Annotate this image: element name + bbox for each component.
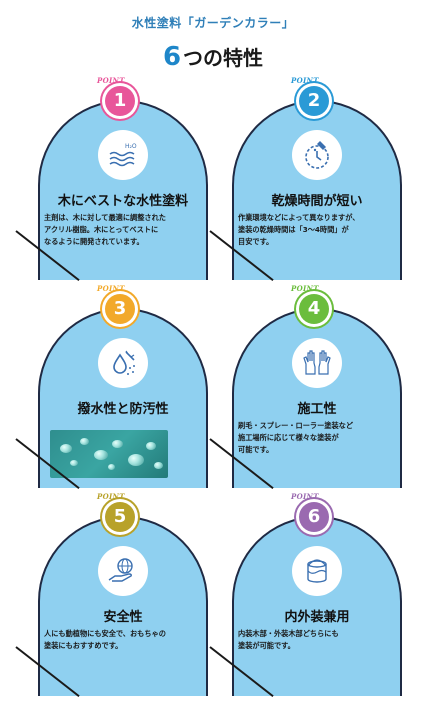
title-number: 6 [162, 42, 182, 72]
point-heading: 乾燥時間が短い [271, 194, 363, 209]
point-heading: 木にベストな水性塗料 [57, 194, 189, 209]
point-badge-6: POINT 6 [291, 492, 335, 536]
point-badge-2: POINT 2 [291, 76, 335, 120]
desc-line: 目安です。 [238, 237, 274, 246]
desc-line: 作業環境などによって異なりますが、 [238, 213, 360, 222]
desc-line: 塗装が可能です。 [238, 641, 295, 650]
desc-line: 塗装にもおすすめです。 [44, 641, 123, 650]
badge-point-label: POINT [97, 284, 125, 293]
point-heading: 内外装兼用 [284, 610, 350, 625]
badge-number: 4 [299, 294, 329, 324]
water-repellent-icon [98, 338, 148, 388]
point-heading: 施工性 [297, 402, 337, 417]
point-description: 内装木部・外装木部どちらにも 塗装が可能です。 [238, 628, 400, 652]
badge-number: 1 [105, 86, 135, 116]
desc-line: 刷毛・スプレー・ローラー塗装など [238, 421, 354, 430]
globe-hand-icon [98, 546, 148, 596]
water-droplets-image [50, 430, 168, 478]
badge-point-label: POINT [291, 492, 319, 501]
desc-line: 施工場所に応じて様々な塗装が [238, 433, 339, 442]
point-heading: 安全性 [103, 610, 143, 625]
badge-point-label: POINT [97, 492, 125, 501]
desc-line: 主剤は、木に対して最適に調整された [44, 213, 166, 222]
desc-line: 塗装の乾燥時間は「3〜4時間」が [238, 225, 349, 234]
paint-can-icon [292, 546, 342, 596]
desc-line: 人にも動植物にも安全で、おもちゃの [44, 629, 166, 638]
badge-point-label: POINT [97, 76, 125, 85]
title-text: つの特性 [183, 46, 264, 70]
point-badge-1: POINT 1 [97, 76, 141, 120]
page-subtitle: 水性塗料「ガーデンカラー」 [131, 16, 295, 30]
gloves-icon [292, 338, 342, 388]
drying-clock-icon [292, 130, 342, 180]
point-description: 主剤は、木に対して最適に調整された アクリル樹脂。木にとってベストに なるように… [44, 212, 206, 248]
point-badge-3: POINT 3 [97, 284, 141, 328]
water-h2o-icon: H₂O [98, 130, 148, 180]
badge-number: 3 [105, 294, 135, 324]
point-description: 人にも動植物にも安全で、おもちゃの 塗装にもおすすめです。 [44, 628, 206, 652]
desc-line: アクリル樹脂。木にとってベストに [44, 225, 159, 234]
desc-line: 内装木部・外装木部どちらにも [238, 629, 339, 638]
badge-point-label: POINT [291, 76, 319, 85]
point-description: 作業環境などによって異なりますが、 塗装の乾燥時間は「3〜4時間」が 目安です。 [238, 212, 400, 248]
desc-line: 可能です。 [238, 445, 274, 454]
badge-number: 2 [299, 86, 329, 116]
point-badge-4: POINT 4 [291, 284, 335, 328]
badge-number: 5 [105, 502, 135, 532]
badge-number: 6 [299, 502, 329, 532]
point-heading: 撥水性と防汚性 [77, 402, 169, 417]
point-badge-5: POINT 5 [97, 492, 141, 536]
point-description: 刷毛・スプレー・ローラー塗装など 施工場所に応じて様々な塗装が 可能です。 [238, 420, 400, 456]
badge-point-label: POINT [291, 284, 319, 293]
desc-line: なるように開発されています。 [44, 237, 144, 246]
dome-background [232, 100, 402, 280]
svg-text:H₂O: H₂O [125, 143, 137, 150]
